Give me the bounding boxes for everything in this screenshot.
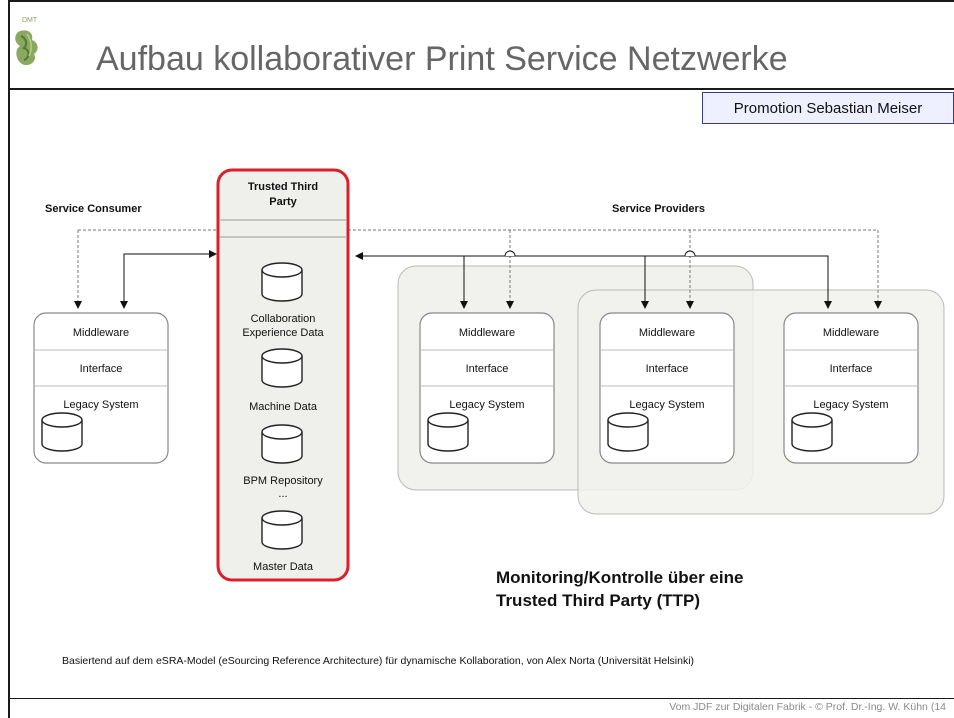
store-collaboration-line1: Collaboration <box>251 313 316 325</box>
slide-footer: Vom JDF zur Digitalen Fabrik - © Prof. D… <box>669 701 946 713</box>
bridge-p2 <box>684 250 696 257</box>
provider-3-stack: Middleware Interface Legacy System <box>783 312 919 464</box>
slide-title: Aufbau kollaborativer Print Service Netz… <box>96 40 788 78</box>
provider-3-middleware: Middleware <box>823 327 879 339</box>
provider-1-middleware: Middleware <box>459 327 515 339</box>
provider-1-interface: Interface <box>466 363 509 375</box>
store-machine-line1: Machine Data <box>249 401 318 413</box>
bridge-p1 <box>504 250 516 257</box>
store-machine: Machine Data <box>249 348 318 413</box>
provider-3-interface: Interface <box>830 363 873 375</box>
header-rule <box>8 88 954 90</box>
solid-line-consumer <box>123 250 217 308</box>
consumer-legacy: Legacy System <box>63 399 138 411</box>
provider-1-legacy: Legacy System <box>449 399 524 411</box>
slide-top-rule <box>8 0 954 2</box>
monitoring-headline: Monitoring/Kontrolle über eine Trusted T… <box>496 566 836 612</box>
ttp-title-line2: Party <box>269 196 297 208</box>
consumer-stack: Middleware Interface Legacy System <box>33 312 169 464</box>
provider-2-middleware: Middleware <box>639 327 695 339</box>
service-providers-label: Service Providers <box>612 203 705 215</box>
provider-2-interface: Interface <box>646 363 689 375</box>
store-master-line1: Master Data <box>253 561 314 573</box>
provider-1-stack: Middleware Interface Legacy System <box>419 312 555 464</box>
consumer-middleware: Middleware <box>73 327 129 339</box>
store-master: Master Data <box>253 510 314 573</box>
basis-note: Basiertend auf dem eSRA-Model (eSourcing… <box>62 655 695 667</box>
store-bpm-line1: BPM Repository <box>243 475 323 487</box>
dmt-logo: DMT <box>15 17 38 66</box>
store-collaboration-line2: Experience Data <box>242 327 324 339</box>
provider-2-stack: Middleware Interface Legacy System <box>599 312 735 464</box>
ttp-title-line1: Trusted Third <box>248 181 318 193</box>
promotion-badge: Promotion Sebastian Meiser <box>702 92 954 124</box>
store-bpm: BPM Repository ... <box>243 424 323 500</box>
footer-rule <box>8 698 954 699</box>
store-collaboration: Collaboration Experience Data <box>242 262 325 339</box>
monitoring-headline-line2: Trusted Third Party (TTP) <box>496 591 701 610</box>
provider-2-legacy: Legacy System <box>629 399 704 411</box>
service-consumer-label: Service Consumer <box>45 203 142 215</box>
slide-left-rule <box>8 0 10 718</box>
store-bpm-line2: ... <box>278 488 287 500</box>
provider-3-legacy: Legacy System <box>813 399 888 411</box>
monitoring-headline-line1: Monitoring/Kontrolle über eine <box>496 568 744 587</box>
consumer-interface: Interface <box>80 363 123 375</box>
logo-text: DMT <box>22 17 38 24</box>
